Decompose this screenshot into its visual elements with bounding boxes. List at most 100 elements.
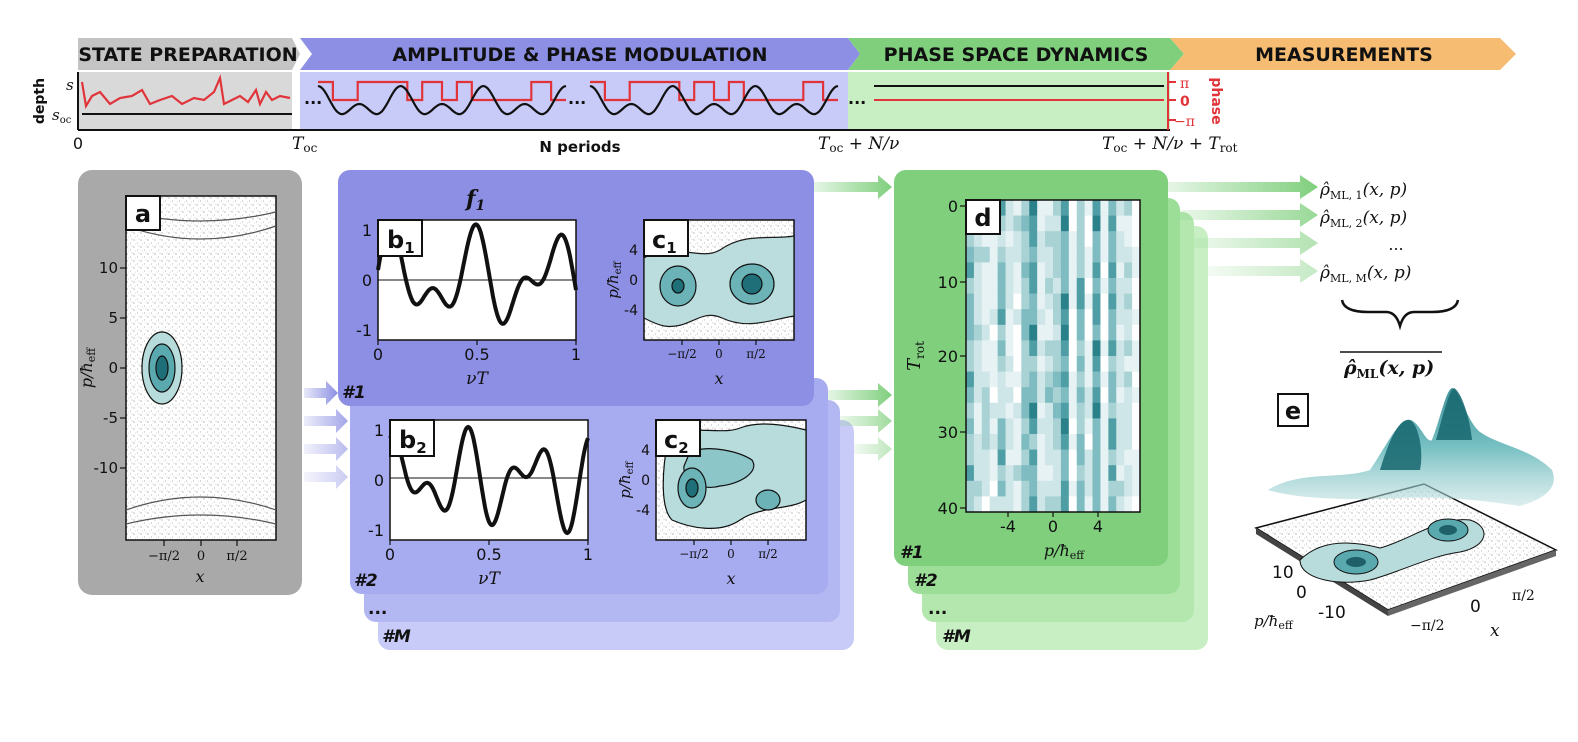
heatmap-cell: [1053, 215, 1062, 232]
heatmap-cell: [1037, 278, 1046, 294]
heatmap-cell: [1053, 278, 1062, 294]
heatmap-cell: [1029, 293, 1038, 310]
heatmap-cell: [966, 434, 975, 450]
panel-e-p-tick-minus10: -10: [1318, 603, 1346, 623]
heatmap-cell: [1053, 449, 1062, 466]
heatmap-cell: [1132, 293, 1141, 310]
heatmap-cell: [981, 402, 991, 419]
heatmap-cell: [1029, 387, 1038, 404]
heatmap-cell: [1053, 402, 1062, 419]
heatmap-cell: [1092, 200, 1101, 216]
heatmap-cell: [989, 418, 998, 435]
heatmap-cell: [973, 418, 983, 435]
panel-c2-y-label: p/ħeff: [616, 460, 636, 498]
heatmap-cell: [989, 387, 998, 404]
heatmap-cell: [1068, 402, 1078, 419]
heatmap-cell: [1068, 496, 1078, 513]
heatmap-cell: [1132, 402, 1141, 419]
heatmap-cell: [1084, 246, 1093, 263]
heatmap-cell: [1132, 496, 1141, 513]
heatmap-cell: [997, 465, 1006, 482]
heatmap-cell: [1045, 200, 1054, 216]
heatmap-cell: [1108, 418, 1117, 435]
heatmap-cell: [966, 278, 975, 294]
heatmap-cell: [1021, 480, 1030, 497]
heatmap-cell: [1037, 200, 1046, 216]
heatmap-cell: [1076, 480, 1085, 497]
heatmap-cell: [1124, 418, 1133, 435]
heatmap-cell: [1005, 418, 1014, 435]
panel-d-x-tick-label: -4: [1000, 517, 1016, 536]
heatmap-cell: [1005, 246, 1014, 263]
heatmap-cell: [1092, 340, 1101, 357]
heatmap-cell: [1068, 465, 1078, 482]
heatmap-cell: [1124, 496, 1133, 513]
panel-e-peak-right: [1436, 388, 1472, 440]
heatmap-cell: [973, 340, 983, 357]
heatmap-cell: [1100, 340, 1109, 357]
heatmap-cell: [1124, 449, 1133, 466]
heatmap-cell: [1021, 356, 1030, 372]
heatmap-cell: [1132, 449, 1141, 466]
heatmap-cell: [1068, 231, 1078, 248]
heatmap-cell: [1005, 262, 1014, 279]
heatmap-cell: [1076, 402, 1085, 419]
heatmap-cell: [1053, 324, 1062, 341]
heatmap-cell: [1021, 200, 1030, 216]
depth-axis-label: depth: [32, 78, 48, 124]
heatmap-cell: [1124, 262, 1133, 279]
heatmap-cell: [981, 231, 991, 248]
heatmap-cell: [1005, 356, 1014, 372]
heatmap-cell: [1013, 200, 1022, 216]
heatmap-cell: [1060, 496, 1070, 513]
heatmap-cell: [1013, 231, 1022, 248]
heatmap-cell: [1053, 262, 1062, 279]
heatmap-cell: [981, 465, 991, 482]
heatmap-cell: [997, 496, 1006, 513]
heatmap-cell: [1092, 215, 1101, 232]
heatmap-cell: [1005, 465, 1014, 482]
heatmap-cell: [1124, 278, 1133, 294]
heatmap-cell: [1045, 324, 1054, 341]
heatmap-cell: [966, 480, 975, 497]
rho-ml-dots: ...: [1388, 235, 1403, 254]
heatmap-cell: [1021, 434, 1030, 450]
heatmap-cell: [1100, 387, 1109, 404]
time-label-toc: Toc: [292, 134, 318, 155]
heatmap-cell: [1132, 418, 1141, 435]
run-label-2: #2: [354, 571, 378, 591]
heatmap-cell: [1100, 480, 1109, 497]
panel-c1-letter: c1: [652, 226, 677, 257]
heatmap-cell: [1108, 293, 1117, 310]
dyn-run-label-1: #1: [900, 543, 924, 563]
heatmap-cell: [1084, 340, 1093, 357]
panel-a-y-tick-label: -10: [94, 459, 119, 477]
panel-c2-y-tick-label: 0: [641, 473, 650, 489]
heatmap-cell: [1124, 480, 1133, 497]
heatmap-cell: [966, 324, 975, 341]
arrow-a-b-4: [304, 465, 348, 489]
heatmap-cell: [997, 215, 1006, 232]
heatmap-cell: [1045, 356, 1054, 372]
heatmap-cell: [1029, 278, 1038, 294]
heatmap-cell: [1045, 340, 1054, 357]
panel-b1-x-tick-label: 1: [571, 345, 581, 364]
heatmap-cell: [981, 309, 991, 326]
rho-ml-2: ρ̂ML, 2(x, p): [1319, 208, 1407, 230]
heatmap-cell: [1076, 262, 1085, 279]
heatmap-cell: [1037, 293, 1046, 310]
heatmap-cell: [1045, 402, 1054, 419]
heatmap-cell: [1068, 200, 1078, 216]
panel-c1-core-right: [741, 273, 763, 295]
arrows-a-to-b: [304, 381, 348, 489]
heatmap-cell: [1108, 200, 1117, 216]
heatmap-cell: [1132, 356, 1141, 372]
panel-b2-x-tick-label: 1: [583, 545, 593, 564]
panel-b1-y-tick-label: 0: [362, 271, 372, 290]
heatmap-cell: [1013, 309, 1022, 326]
heatmap-cell: [973, 387, 983, 404]
